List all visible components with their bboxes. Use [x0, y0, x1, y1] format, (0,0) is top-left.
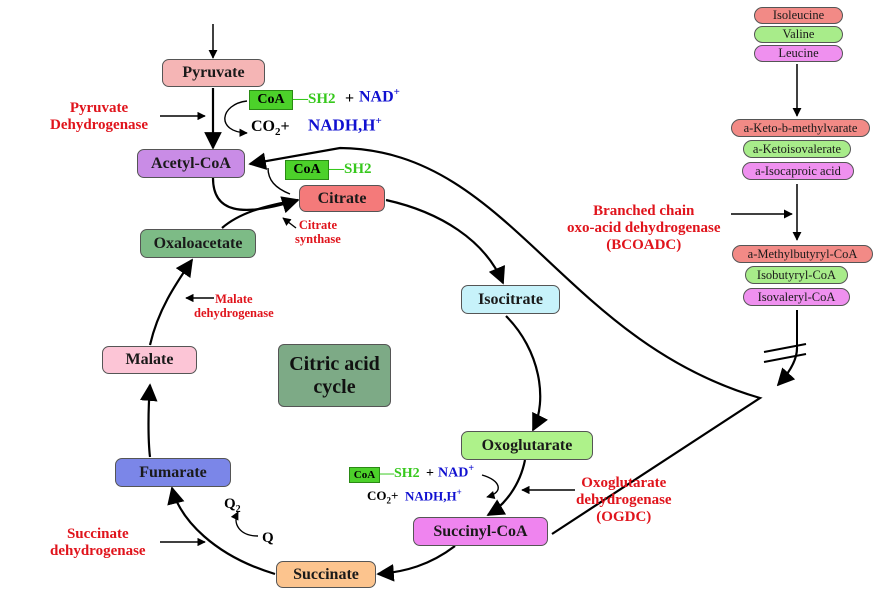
node-pyruvate[interactable]: Pyruvate: [162, 59, 265, 87]
arrow-acetylcoa-citrate: [213, 178, 298, 210]
nadh-pdh: NADH,H+: [308, 115, 382, 136]
node-acetyl-coa[interactable]: Acetyl-CoA: [137, 149, 245, 178]
node-oxaloacetate[interactable]: Oxaloacetate: [140, 229, 256, 258]
acyl-isobutyryl[interactable]: Isobutyryl-CoA: [745, 266, 848, 284]
plus-pdh: +: [345, 90, 354, 108]
arrow-oxoglutarate-succinylcoa: [488, 460, 525, 515]
coa-box-ogdc: CoA: [349, 467, 380, 483]
keto-isocaproic[interactable]: a-Isocaproic acid: [742, 162, 854, 180]
keto-isovalerate[interactable]: a-Ketoisovalerate: [743, 140, 851, 158]
curve-pdh-cofactor: [225, 101, 247, 133]
aa-leucine[interactable]: Leucine: [754, 45, 843, 62]
label-bcoadc: Branched chain oxo-acid dehydrogenase (B…: [567, 203, 720, 253]
arrow-succinylcoa-succinate: [378, 546, 455, 574]
arrow-isocitrate-oxoglutarate: [506, 316, 540, 430]
branched-arrows: [731, 64, 797, 385]
node-oxoglutarate[interactable]: Oxoglutarate: [461, 431, 593, 460]
node-citrate[interactable]: Citrate: [299, 185, 385, 212]
arrow-citrate-isocitrate: [386, 200, 503, 283]
keto-methylvarate[interactable]: a-Keto-b-methylvarate: [731, 119, 870, 137]
q2-label: Q2: [224, 496, 241, 515]
node-succinyl-coa[interactable]: Succinyl-CoA: [413, 517, 548, 546]
label-malate-dehydrogenase: Malate dehydrogenase: [194, 292, 274, 320]
co2-pdh: CO2+: [251, 118, 290, 138]
label-succinate-dehydrogenase: Succinate dehydrogenase: [50, 526, 146, 560]
sh2-ogdc: —SH2: [380, 466, 420, 482]
citric-acid-cycle-label: Citric acid cycle: [278, 344, 391, 407]
nad-pdh: NAD+: [359, 86, 400, 106]
label-citrate-synthase: Citrate synthase: [295, 218, 341, 246]
nadh-ogdc: NADH,H+: [405, 487, 462, 504]
label-ogdc: Oxoglutarate dehydrogenase (OGDC): [576, 475, 672, 525]
label-pyruvate-dehydrogenase: Pyruvate Dehydrogenase: [50, 100, 148, 134]
arrow-malate-oxaloacetate: [150, 260, 192, 345]
arrow-fumarate-malate: [149, 385, 151, 457]
coa-box-cs: CoA: [285, 160, 329, 180]
sh2-cs: —SH2: [329, 161, 372, 178]
aa-isoleucine[interactable]: Isoleucine: [754, 7, 843, 24]
nad-ogdc: NAD+: [438, 463, 474, 482]
acyl-isovaleryl[interactable]: Isovaleryl-CoA: [743, 288, 850, 306]
sh2-pdh: —SH2: [293, 91, 336, 108]
co2-ogdc: CO2+: [367, 488, 398, 506]
aa-valine[interactable]: Valine: [754, 26, 843, 43]
inhibition-bars: [764, 344, 806, 362]
curve-ogdc-cofactor: [482, 475, 498, 497]
coa-box-pdh: CoA: [249, 90, 293, 110]
acyl-methylbutyryl[interactable]: a-Methylbutyryl-CoA: [732, 245, 873, 263]
plus-ogdc: +: [426, 466, 434, 482]
node-isocitrate[interactable]: Isocitrate: [461, 285, 560, 314]
q-label: Q: [262, 530, 274, 547]
node-succinate[interactable]: Succinate: [276, 561, 376, 588]
curve-sdh-q: [236, 512, 258, 536]
node-fumarate[interactable]: Fumarate: [115, 458, 231, 487]
node-malate[interactable]: Malate: [102, 346, 197, 374]
arrow-acylcoa-cycle-2: [778, 348, 797, 385]
